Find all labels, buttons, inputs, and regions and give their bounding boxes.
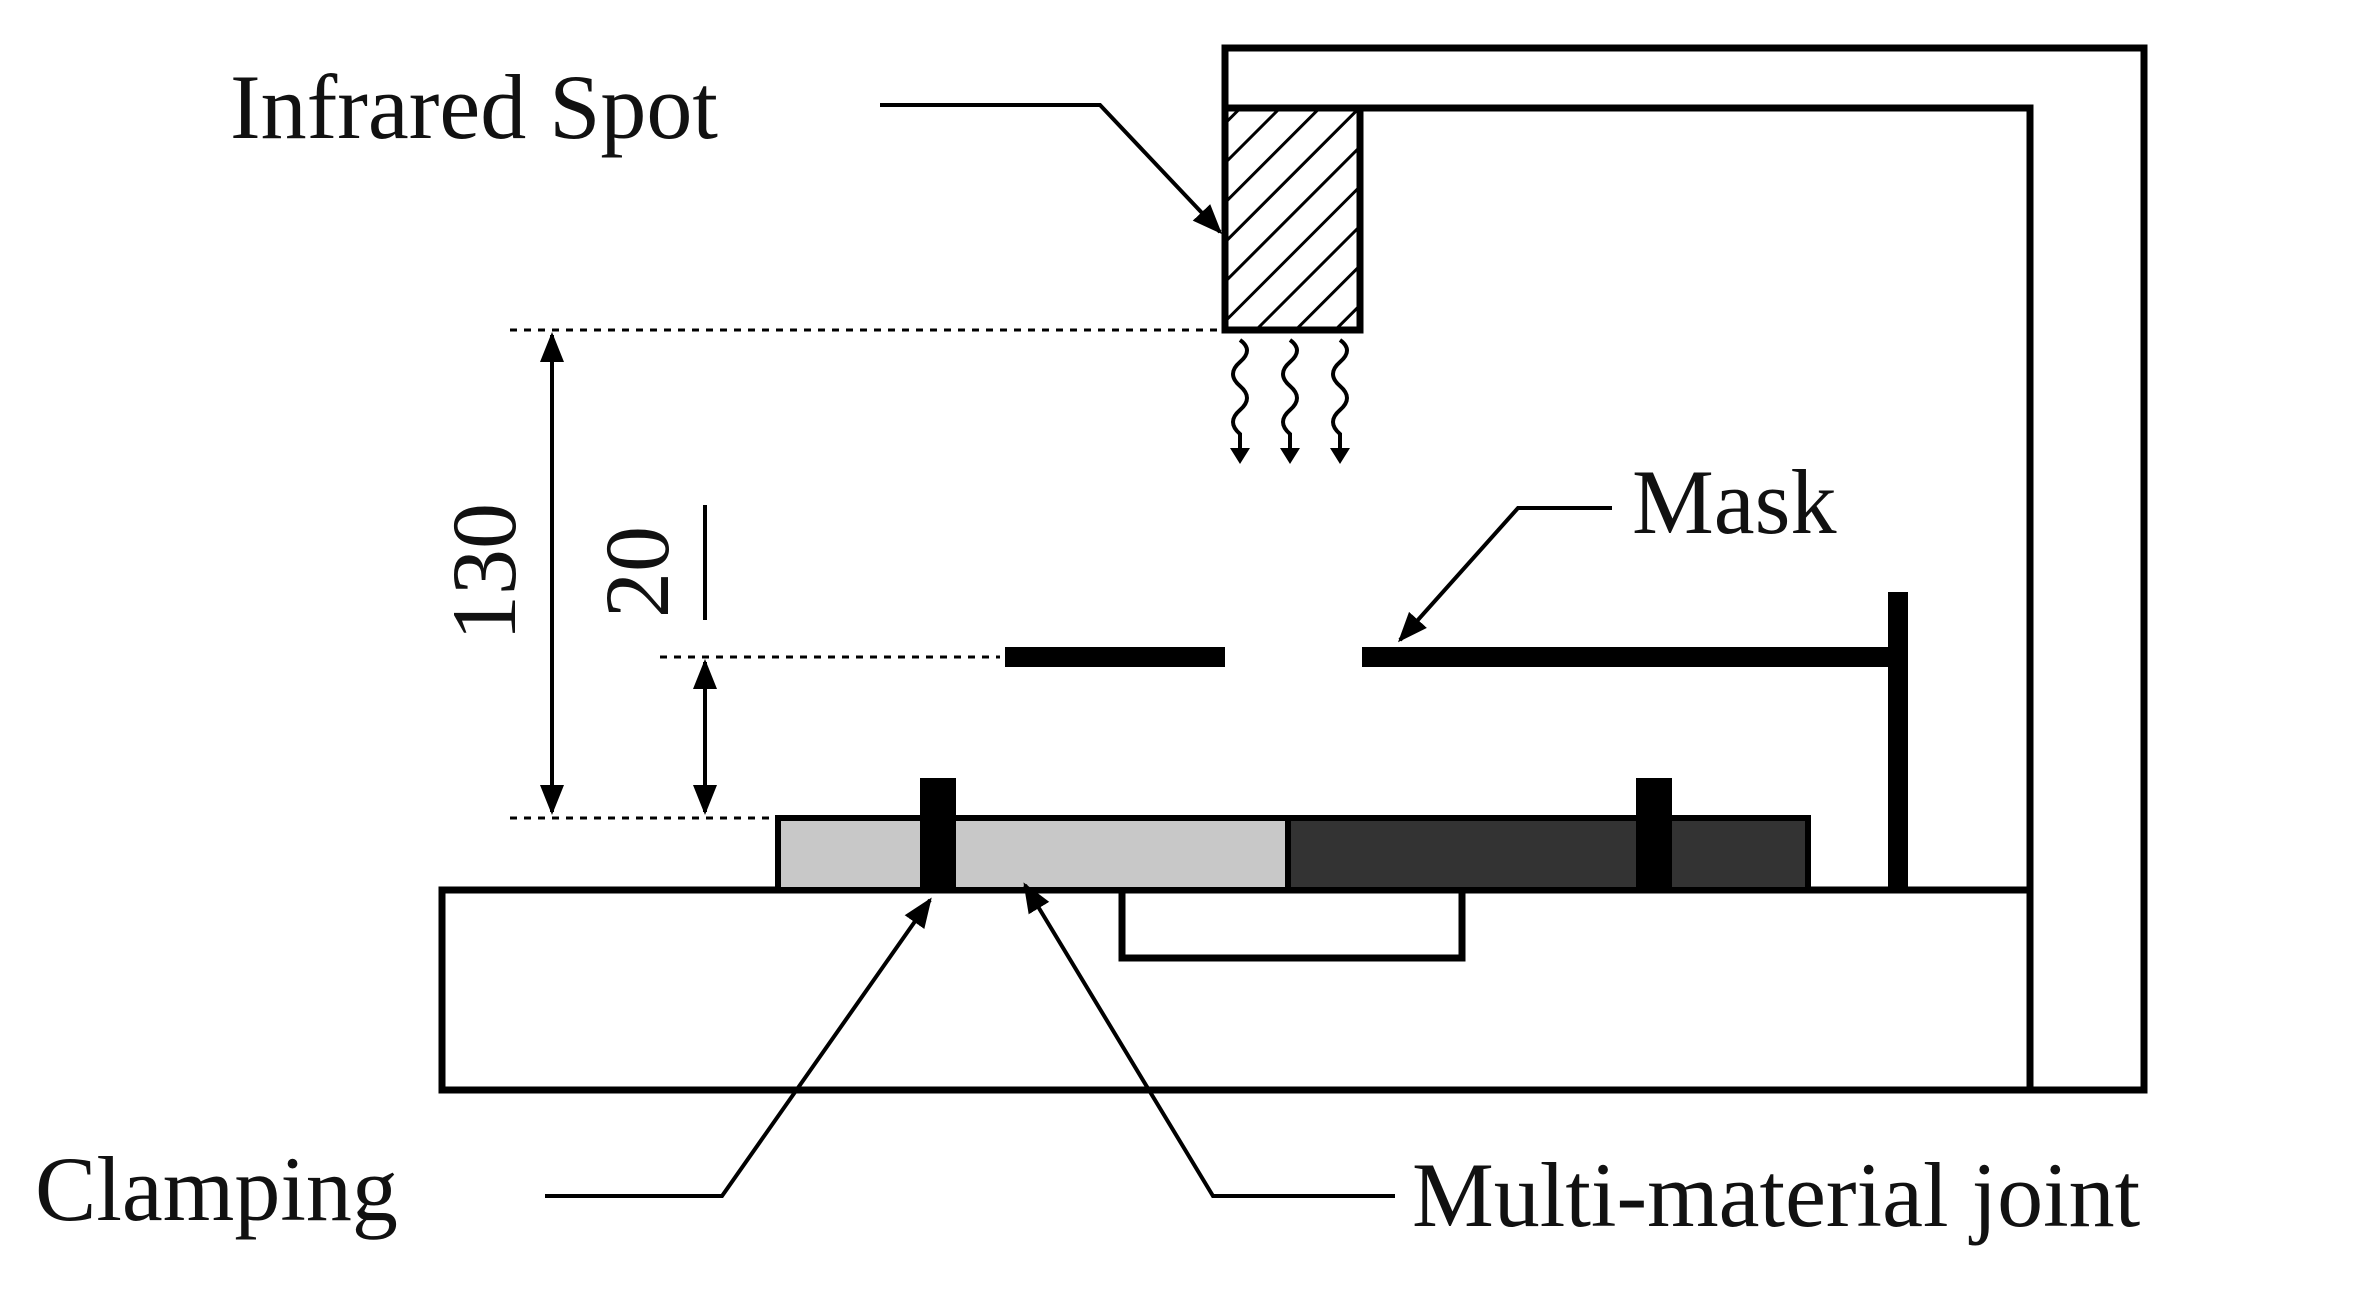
base-plate	[438, 886, 2034, 1094]
clamping-leader	[545, 897, 932, 1198]
joint-label: Multi-material joint	[1412, 1144, 2141, 1246]
clamp-right	[1636, 778, 1672, 890]
joint-material-a	[775, 815, 1291, 893]
clamp-left	[920, 778, 956, 890]
base-recess	[1118, 890, 1466, 962]
infrared-spot-leader	[880, 103, 1223, 235]
joint-material-b	[1285, 815, 1811, 893]
reference-lines	[510, 328, 1225, 820]
joint-leader	[1023, 882, 1395, 1198]
mask-leader	[1398, 506, 1612, 643]
clamping-label: Clamping	[35, 1138, 398, 1240]
mask-label: Mask	[1632, 451, 1836, 553]
infrared-spot-heater	[1221, 104, 1364, 334]
dimension-20-label: 20	[586, 526, 688, 618]
infrared-spot-label: Infrared Spot	[230, 56, 718, 158]
infrared-radiation	[1230, 338, 1350, 464]
dimension-130-label: 130	[433, 503, 535, 641]
